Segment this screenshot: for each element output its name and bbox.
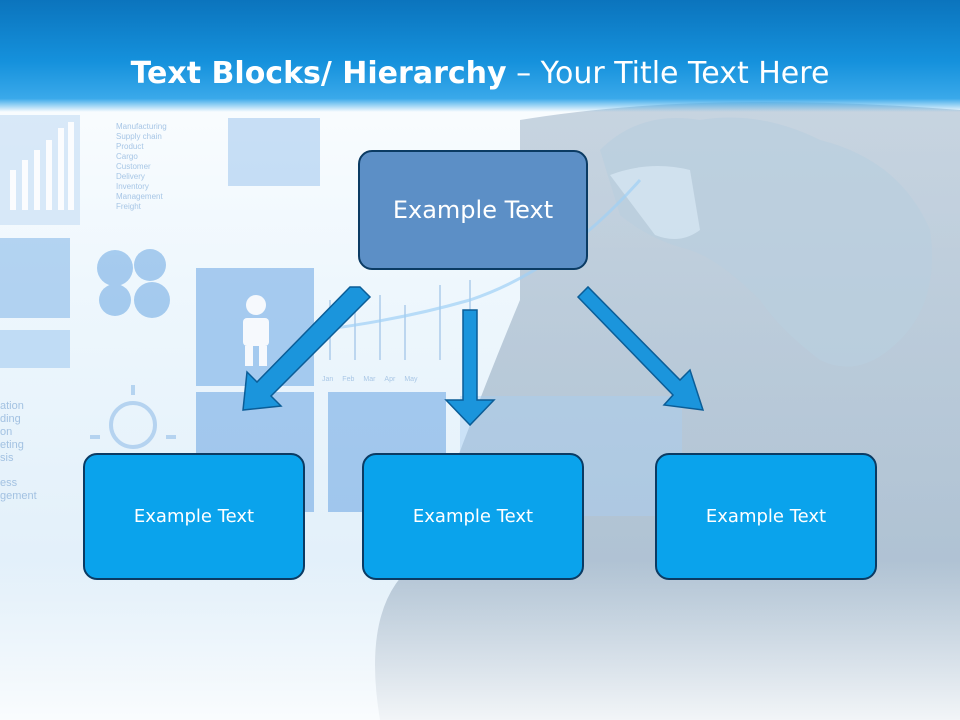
background-list-line: Manufacturing [116,122,167,131]
background-list-line: Supply chain [116,132,162,141]
background-side-line: sis [0,452,14,464]
child-text-block-left[interactable]: Example Text [83,453,305,580]
background-side-line: eting [0,439,24,451]
background-side-line: ess [0,477,18,489]
title-strong: Text Blocks/ Hierarchy [130,56,507,91]
background-list-line: Delivery [116,172,145,181]
background-months: Jan Feb Mar Apr May [322,376,418,383]
child-text-block-center[interactable]: Example Text [362,453,584,580]
child-text: Example Text [705,506,827,527]
title-band [0,0,960,112]
background-month: May [404,376,418,383]
background-month: Apr [384,376,396,383]
background-month: Mar [363,376,376,383]
background-list-line: Cargo [116,152,138,161]
arrow-center [444,309,496,427]
puzzle-icon [97,249,170,318]
arrow-left [242,286,372,411]
person-icon [243,295,269,366]
root-text: Example Text [392,196,554,224]
bar-icon [10,122,74,210]
background-list-line: Management [116,192,163,201]
background-side-line: on [0,426,13,438]
background-side-line: gement [0,490,37,502]
child-text-block-right[interactable]: Example Text [655,453,877,580]
root-text-block[interactable]: Example Text [358,150,588,270]
child-text: Example Text [133,506,255,527]
background-list-line: Product [116,142,144,151]
background-list: Manufacturing Supply chain Product Cargo… [116,122,167,212]
lightbulb-icon [90,385,176,449]
background-side-text: ation ding on eting sis ess gement [0,400,37,503]
background-side-line: ding [0,413,21,425]
background-month: Feb [342,376,355,383]
arrow-right [576,285,705,411]
background-list-line: Customer [116,162,151,171]
background-side-line: ation [0,400,24,412]
background-list-line: Inventory [116,182,149,191]
title-light: – Your Title Text Here [506,56,830,91]
child-text: Example Text [412,506,534,527]
background-list-line: Freight [116,202,141,211]
slide-title: Text Blocks/ Hierarchy – Your Title Text… [0,52,960,96]
background-month: Jan [322,376,334,383]
